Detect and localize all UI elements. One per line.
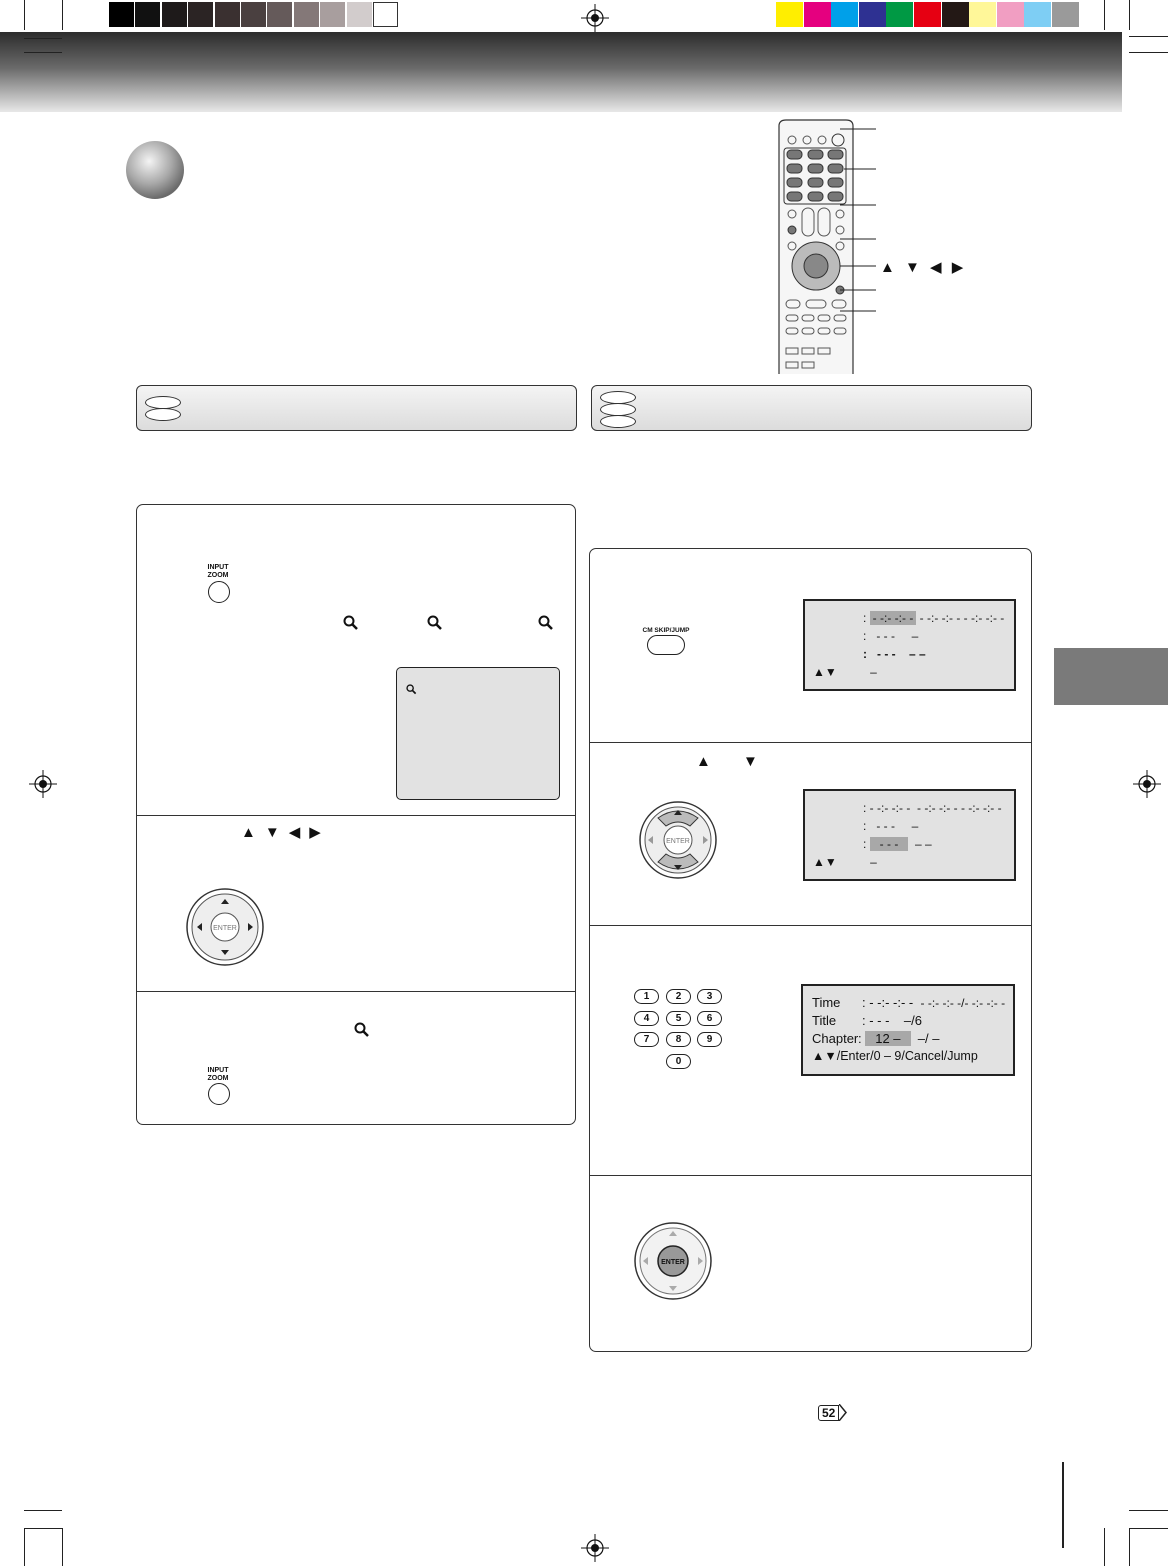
registration-mark-icon <box>1133 770 1161 798</box>
gray-swatch <box>188 2 214 27</box>
key-6[interactable]: 6 <box>697 1011 722 1026</box>
input-zoom-button[interactable] <box>208 1083 230 1105</box>
key-5[interactable]: 5 <box>666 1011 691 1026</box>
color-swatch <box>996 2 1024 27</box>
color-swatch <box>914 2 941 27</box>
key-9[interactable]: 9 <box>697 1032 722 1047</box>
page-reference-badge[interactable]: 52 <box>818 1404 848 1421</box>
zoom-osd-screen <box>396 667 560 800</box>
sphere-bullet-icon <box>126 141 184 199</box>
disc-icon <box>600 415 636 428</box>
remote-arrow-labels: ▲ ▼ ◀ ▶ <box>880 259 967 276</box>
direction-pad-icon[interactable]: ENTER <box>185 887 265 967</box>
osd-screen-2: : - -:- -:- - - -:- -:- - - -:- -:- - : … <box>803 789 1016 881</box>
header-band <box>0 32 1122 112</box>
color-swatch <box>831 2 859 27</box>
color-swatch <box>969 2 997 27</box>
gray-swatch <box>293 2 319 27</box>
color-swatch <box>776 2 803 27</box>
svg-text:ENTER: ENTER <box>213 925 237 932</box>
zoom-magnifier-icon <box>538 615 553 630</box>
color-swatch <box>1024 2 1052 27</box>
gray-swatch <box>241 2 266 27</box>
jump-steps-panel: CM SKIP/JUMP : - -:- -:- - - -:- -:- - -… <box>589 548 1032 1352</box>
color-swatch <box>941 2 969 27</box>
disc-icon <box>145 408 181 421</box>
section-header-left <box>136 385 577 431</box>
key-8[interactable]: 8 <box>666 1032 691 1047</box>
gray-swatch <box>109 2 134 27</box>
zoom-magnifier-icon <box>354 1022 369 1037</box>
zoom-magnifier-icon <box>427 615 442 630</box>
step2-up-arrow: ▲ <box>696 753 711 770</box>
key-2[interactable]: 2 <box>666 989 691 1004</box>
color-swatch <box>858 2 886 27</box>
callout-lines <box>840 128 876 312</box>
registration-mark-icon <box>581 1534 609 1562</box>
cm-skip-jump-button[interactable] <box>647 635 685 655</box>
gray-swatch <box>320 2 346 27</box>
gray-swatch <box>214 2 240 27</box>
osd-screen-3: Time: - -:- -:- - - -:- -:- -/- -:- -:- … <box>801 984 1015 1076</box>
input-zoom-label: INPUT ZOOM <box>207 1067 229 1082</box>
key-3[interactable]: 3 <box>697 989 722 1004</box>
cm-skip-jump-label: CM SKIP/JUMP <box>642 627 690 634</box>
gray-swatch <box>373 2 398 27</box>
step2-down-arrow: ▼ <box>743 753 758 770</box>
color-swatch <box>1052 2 1079 27</box>
section-header-right <box>591 385 1032 431</box>
osd-screen-1: : - -:- -:- - - -:- -:- - - -:- -:- - : … <box>803 599 1016 691</box>
input-zoom-button[interactable] <box>208 581 230 603</box>
registration-mark-icon <box>581 4 609 32</box>
step2-arrow-labels: ▲▼◀▶ <box>241 824 330 841</box>
gray-swatch <box>346 2 372 27</box>
gray-swatch <box>267 2 293 27</box>
chevron-right-icon <box>839 1404 848 1421</box>
color-swatch <box>886 2 914 27</box>
key-4[interactable]: 4 <box>634 1011 659 1026</box>
chapter-side-tab <box>1054 648 1168 705</box>
zoom-magnifier-icon <box>406 684 417 695</box>
key-0[interactable]: 0 <box>666 1054 691 1069</box>
key-7[interactable]: 7 <box>634 1032 659 1047</box>
svg-text:ENTER: ENTER <box>666 838 690 845</box>
color-swatch <box>803 2 831 27</box>
svg-text:ENTER: ENTER <box>661 1259 685 1266</box>
zoom-magnifier-icon <box>343 615 358 630</box>
gray-swatch <box>161 2 187 27</box>
remote-control-icon <box>778 119 854 374</box>
gray-swatch <box>135 2 161 27</box>
input-zoom-label: INPUT ZOOM <box>207 564 229 579</box>
registration-mark-icon <box>29 770 57 798</box>
enter-button-pad-icon[interactable]: ENTER <box>633 1221 713 1301</box>
key-1[interactable]: 1 <box>634 989 659 1004</box>
direction-pad-icon[interactable]: ENTER <box>638 800 718 880</box>
zoom-steps-panel: INPUT ZOOM ▲▼◀▶ ENTER INPUT ZOOM <box>136 504 576 1125</box>
